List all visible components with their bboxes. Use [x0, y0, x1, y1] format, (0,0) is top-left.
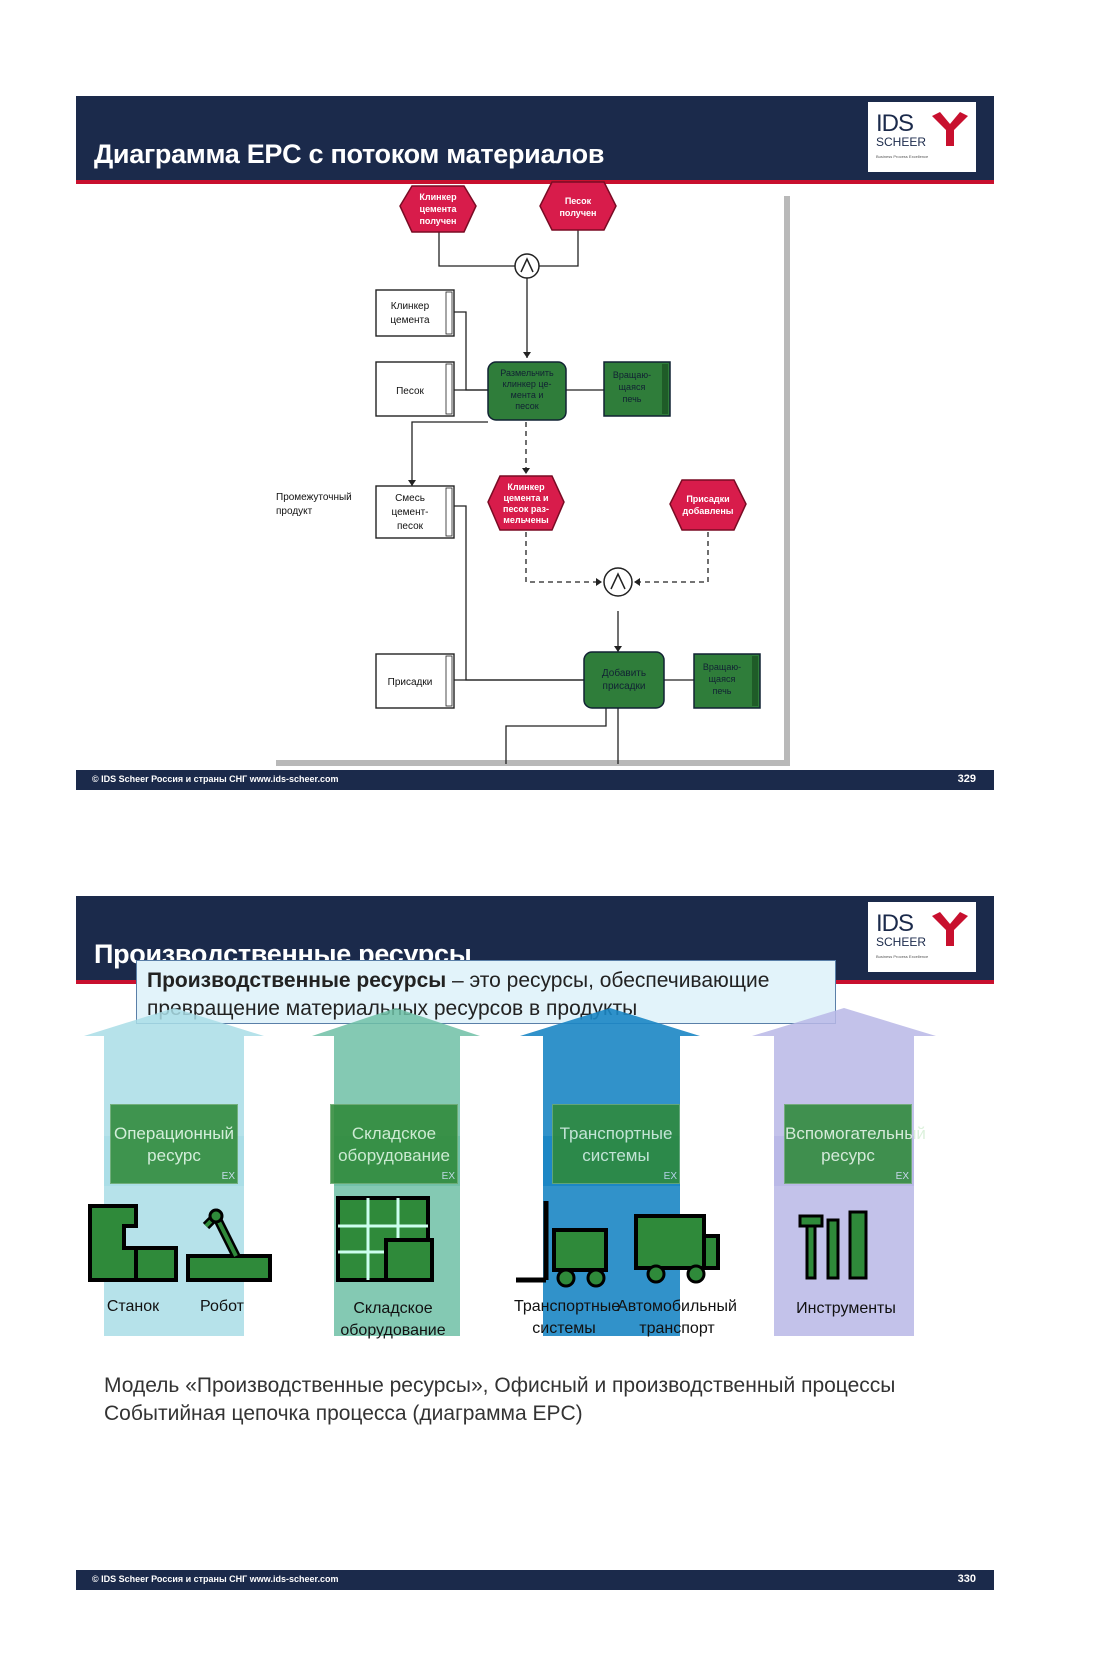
resource-box-label: Транспортные системы — [559, 1124, 673, 1165]
material-sand: Песок — [375, 361, 455, 417]
diagram-shadow-bar — [784, 196, 790, 766]
definition-body: – это ресурсы, обеспечивающие превращени… — [147, 969, 770, 1020]
caption-automobile: Автомобильный транспорт — [617, 1298, 737, 1337]
page-number: 329 — [957, 773, 976, 785]
page-number: 330 — [957, 1573, 976, 1585]
material-additives: Присадки — [375, 653, 455, 709]
ex-marker: EX — [441, 1171, 455, 1182]
caption-warehouse: Складское оборудование — [340, 1300, 446, 1339]
slide-header: Диаграмма EPC с потоком материалов IDS S… — [76, 96, 994, 184]
slide-footer: © IDS Scheer Россия и страны СНГ www.ids… — [76, 770, 994, 790]
definition-box: Производственные ресурсы – это ресурсы, … — [136, 960, 836, 1024]
footer-copyright: © IDS Scheer Россия и страны СНГ www.ids… — [92, 774, 339, 784]
caption-tools: Инструменты — [796, 1300, 896, 1317]
diagram-shadow-bar-bottom — [276, 760, 790, 766]
robot-icon — [186, 1208, 272, 1282]
caption-robot: Робот — [200, 1298, 244, 1315]
svg-text:Присадки: Присадки — [388, 677, 433, 688]
caption-transport-systems: Транспортные системы — [514, 1298, 621, 1337]
logo-tagline: Business Process Excellence — [876, 154, 929, 159]
svg-text:Песок: Песок — [396, 386, 424, 397]
resource-box-warehouse: Складское оборудование EX — [330, 1104, 458, 1184]
footer-copyright: © IDS Scheer Россия и страны СНГ www.ids… — [92, 1574, 339, 1584]
logo-scheer-text: SCHEER — [876, 935, 927, 949]
resource-arrows — [84, 1008, 936, 1336]
logo-scheer-text: SCHEER — [876, 135, 927, 149]
ids-scheer-logo: IDS SCHEER Business Process Excellence — [868, 102, 976, 172]
ex-marker: EX — [663, 1171, 677, 1182]
related-topics-line-2: Событийная цепочка процесса (диаграмма E… — [104, 1402, 583, 1425]
definition-text: Производственные ресурсы – это ресурсы, … — [147, 967, 825, 1023]
logo-y-mark-icon — [932, 112, 968, 146]
dashed-connectors — [525, 422, 709, 583]
logo-tagline: Business Process Excellence — [876, 954, 929, 959]
resource-box-operational: Операционный ресурс EX — [110, 1104, 238, 1184]
slide-title: Диаграмма EPC с потоком материалов — [94, 139, 605, 169]
truck-icon — [634, 1214, 720, 1284]
slide-329: Диаграмма EPC с потоком материалов IDS S… — [76, 96, 994, 790]
warehouse-shelving-icon — [336, 1196, 434, 1282]
resource-box-label: Операционный ресурс — [114, 1124, 234, 1165]
related-topics-line-1: Модель «Производственные ресурсы», Офисн… — [104, 1374, 896, 1397]
ids-scheer-logo: IDS SCHEER Business Process Excellence — [868, 902, 976, 972]
connectors — [411, 230, 694, 764]
resource-box-transport: Транспортные системы EX — [552, 1104, 680, 1184]
and-operator-2 — [603, 567, 633, 597]
ex-marker: EX — [895, 1171, 909, 1182]
resource-box-label: Вспомогательный ресурс — [785, 1124, 926, 1165]
ex-marker: EX — [221, 1171, 235, 1182]
tools-icon — [798, 1210, 868, 1280]
logo-ids-text: IDS — [876, 110, 914, 137]
machine-tool-icon — [88, 1204, 178, 1282]
and-operator-1 — [514, 253, 540, 279]
resource-box-label: Складское оборудование — [338, 1124, 450, 1165]
slide-footer: © IDS Scheer Россия и страны СНГ www.ids… — [76, 1570, 994, 1590]
logo-ids-text: IDS — [876, 910, 914, 937]
resource-box-auxiliary: Вспомогательный ресурс EX — [784, 1104, 926, 1184]
logo-y-mark-icon — [932, 912, 968, 946]
forklift-icon — [516, 1201, 608, 1288]
slide-330: Производственные ресурсы IDS SCHEER Busi… — [76, 896, 994, 1590]
caption-machine: Станок — [106, 1298, 160, 1315]
definition-term: Производственные ресурсы — [147, 969, 447, 992]
